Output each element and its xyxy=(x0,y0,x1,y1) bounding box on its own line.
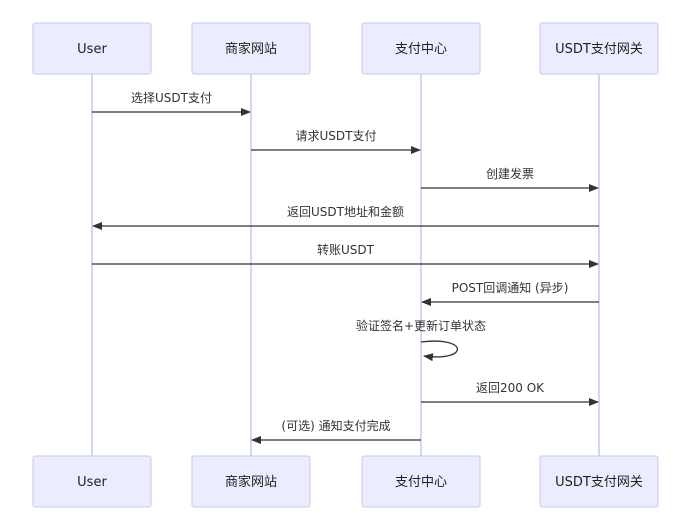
message-8: 返回200 OK xyxy=(421,381,599,406)
participant-gateway-top: USDT支付网关 xyxy=(539,22,659,75)
message-4: 返回USDT地址和金额 xyxy=(92,204,599,230)
participant-label: User xyxy=(77,42,107,57)
message-label: 请求USDT支付 xyxy=(296,129,377,143)
participant-box xyxy=(191,455,311,508)
participant-label: 商家网站 xyxy=(225,474,277,490)
message-label: 选择USDT支付 xyxy=(131,91,212,105)
message-2: 请求USDT支付 xyxy=(251,129,421,154)
message-3: 创建发票 xyxy=(421,166,599,192)
participant-box xyxy=(32,22,152,75)
participant-label: 商家网站 xyxy=(225,41,277,57)
participant-box xyxy=(539,455,659,508)
message-label: 创建发票 xyxy=(486,166,534,181)
message-label: 验证签名+更新订单状态 xyxy=(356,318,486,333)
message-label: POST回调通知 (异步) xyxy=(452,281,569,295)
participant-gateway-bottom: USDT支付网关 xyxy=(539,455,659,508)
participant-merchant-top: 商家网站 xyxy=(191,22,311,75)
participant-box xyxy=(32,455,152,508)
participant-box xyxy=(361,22,481,75)
message-5: 转账USDT xyxy=(92,242,599,268)
participant-label: 支付中心 xyxy=(395,475,447,490)
participant-box xyxy=(191,22,311,75)
participant-user-top: User xyxy=(32,22,152,75)
participant-label: 支付中心 xyxy=(395,42,447,57)
participant-paycenter-bottom: 支付中心 xyxy=(361,455,481,508)
participant-paycenter-top: 支付中心 xyxy=(361,22,481,75)
message-7: 验证签名+更新订单状态 xyxy=(356,318,486,362)
participant-box xyxy=(361,455,481,508)
message-label: 转账USDT xyxy=(317,242,375,257)
participant-user-bottom: User xyxy=(32,455,152,508)
participant-label: USDT支付网关 xyxy=(555,42,643,57)
participant-merchant-bottom: 商家网站 xyxy=(191,455,311,508)
message-label: 返回USDT地址和金额 xyxy=(287,204,404,219)
participant-box xyxy=(539,22,659,75)
message-label: (可选) 通知支付完成 xyxy=(281,418,390,433)
message-label: 返回200 OK xyxy=(476,381,545,395)
participant-label: USDT支付网关 xyxy=(555,475,643,490)
participant-label: User xyxy=(77,475,107,490)
self-message-arrow xyxy=(420,340,458,362)
message-1: 选择USDT支付 xyxy=(92,91,251,116)
message-9: (可选) 通知支付完成 xyxy=(251,418,421,444)
message-6: POST回调通知 (异步) xyxy=(421,281,599,306)
